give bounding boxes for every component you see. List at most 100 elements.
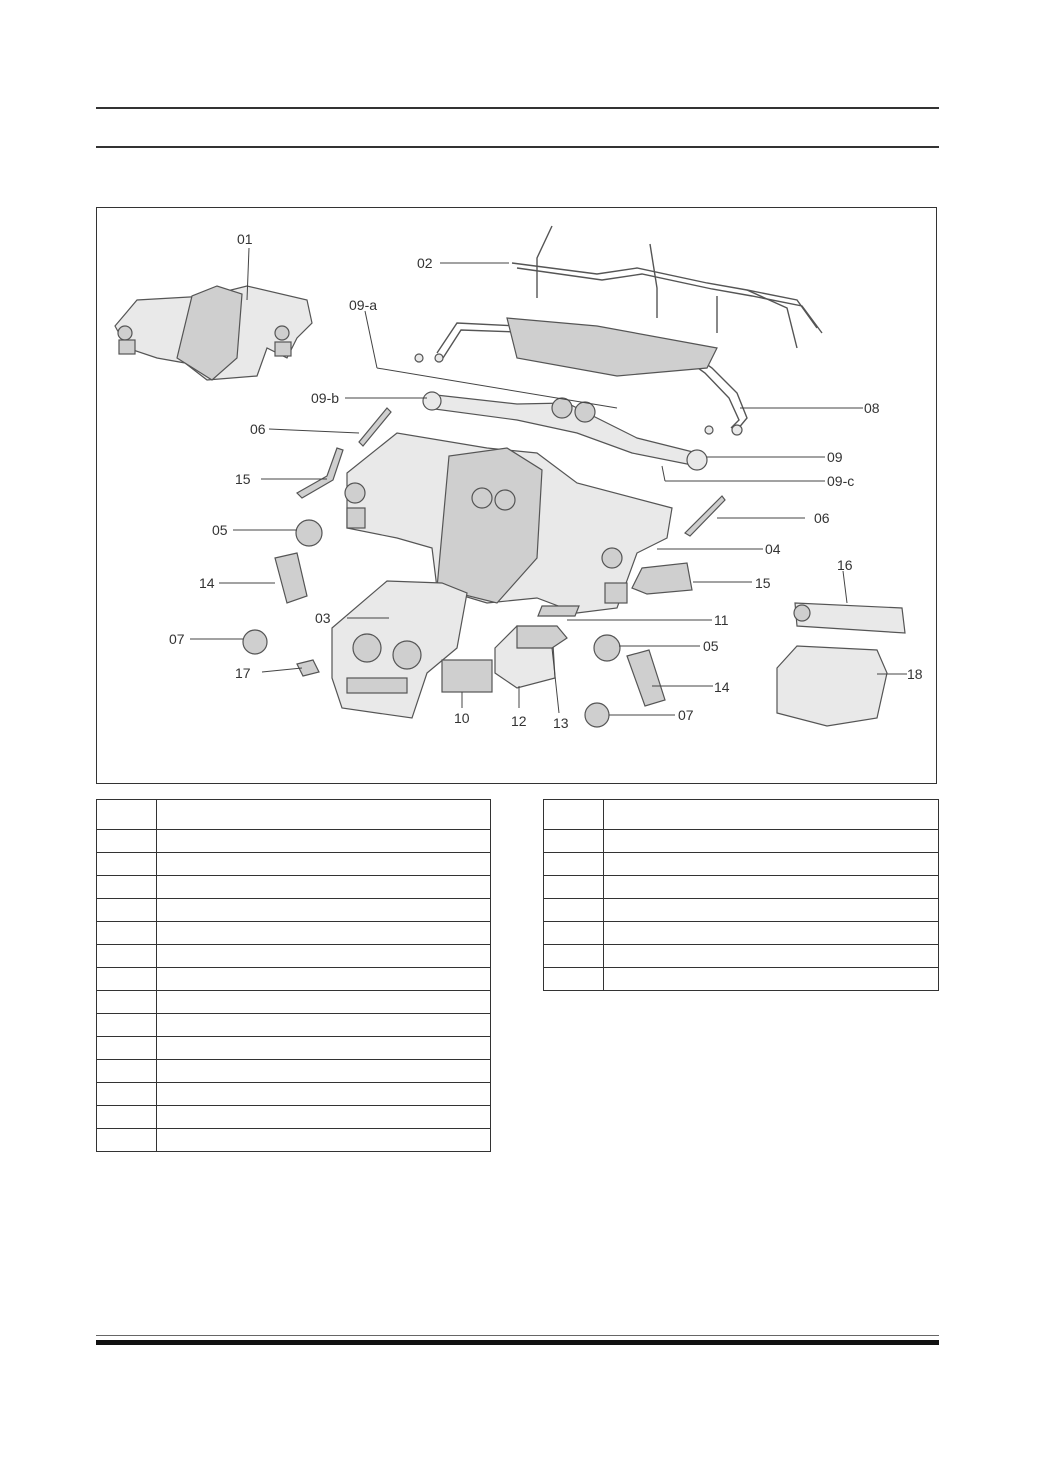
part-number-cell: [96, 799, 157, 830]
part-number-cell: [543, 875, 604, 899]
callout-11: 11: [714, 612, 729, 628]
parts-table-right: [543, 799, 939, 991]
part-14-left-drawing: [274, 552, 308, 604]
part-name-cell: [156, 799, 491, 830]
table-row: [96, 921, 491, 945]
callout-06-left: 06: [250, 421, 266, 437]
part-15-right-drawing: [631, 562, 693, 595]
table-row: [543, 898, 939, 922]
table-row: [96, 799, 491, 830]
part-03-drawing: [331, 580, 468, 719]
callout-14-right: 14: [714, 679, 730, 695]
part-name-cell: [156, 921, 491, 945]
callout-15-right: 15: [755, 575, 771, 591]
callout-12: 12: [511, 713, 527, 729]
part-14-right-drawing: [626, 649, 666, 707]
table-row: [543, 875, 939, 899]
table-row: [96, 967, 491, 991]
leader-lines: [190, 247, 907, 716]
footer-rule-thin: [96, 1335, 939, 1336]
part-01-drawing: [114, 285, 313, 381]
part-number-cell: [543, 944, 604, 968]
callout-02: 02: [417, 255, 433, 271]
part-16-drawing: [794, 602, 906, 634]
part-number-cell: [96, 1013, 157, 1037]
part-name-cell: [156, 875, 491, 899]
part-number-cell: [96, 1082, 157, 1106]
callout-04: 04: [765, 541, 781, 557]
part-number-cell: [96, 875, 157, 899]
callout-09-a: 09-a: [349, 297, 377, 313]
part-name-cell: [156, 1059, 491, 1083]
table-row: [96, 1105, 491, 1129]
callout-01: 01: [237, 231, 253, 247]
table-row: [543, 852, 939, 876]
part-name-cell: [156, 944, 491, 968]
footer-rule-thick: [96, 1340, 939, 1345]
part-17-drawing: [296, 659, 320, 677]
part-number-cell: [96, 944, 157, 968]
part-name-cell: [156, 1013, 491, 1037]
part-06-right-drawing: [684, 495, 726, 537]
part-number-cell: [543, 799, 604, 830]
part-number-cell: [96, 1036, 157, 1060]
part-number-cell: [96, 990, 157, 1014]
table-row: [543, 799, 939, 830]
part-name-cell: [156, 898, 491, 922]
part-11-drawing: [537, 605, 580, 617]
header-rule-top: [96, 107, 939, 109]
part-05-left-drawing: [295, 519, 323, 547]
part-06-left-drawing: [358, 407, 392, 447]
part-08-drawing: [414, 317, 748, 436]
callout-15-left: 15: [235, 471, 251, 487]
part-15-left-drawing: [296, 447, 344, 499]
part-number-cell: [96, 852, 157, 876]
table-row: [543, 967, 939, 991]
part-number-cell: [543, 921, 604, 945]
table-row: [96, 1082, 491, 1106]
part-name-cell: [156, 990, 491, 1014]
table-row: [96, 898, 491, 922]
part-number-cell: [96, 829, 157, 853]
part-number-cell: [96, 1128, 157, 1152]
part-number-cell: [96, 1105, 157, 1129]
part-number-cell: [543, 852, 604, 876]
part-number-cell: [96, 967, 157, 991]
table-row: [543, 829, 939, 853]
table-row: [96, 944, 491, 968]
part-name-cell: [603, 852, 939, 876]
part-name-cell: [603, 898, 939, 922]
part-04-drawing: [344, 432, 673, 614]
callout-10: 10: [454, 710, 470, 726]
table-row: [96, 1128, 491, 1152]
table-row: [96, 1059, 491, 1083]
callout-18: 18: [907, 666, 923, 682]
callout-07-right: 07: [678, 707, 694, 723]
part-number-cell: [543, 829, 604, 853]
part-02-drawing: [511, 225, 823, 349]
part-number-cell: [96, 1059, 157, 1083]
part-number-cell: [96, 898, 157, 922]
callout-13: 13: [553, 715, 569, 731]
callout-08: 08: [864, 400, 880, 416]
callout-14-left: 14: [199, 575, 215, 591]
callout-17: 17: [235, 665, 251, 681]
part-name-cell: [603, 967, 939, 991]
part-07-left-drawing: [242, 629, 268, 655]
exploded-view-figure: 01 02 09-a 08 09-b 06 09 15 09-c 06 05 0…: [96, 207, 937, 784]
part-09-drawing: [422, 391, 708, 471]
part-name-cell: [156, 1105, 491, 1129]
part-name-cell: [603, 829, 939, 853]
callout-03: 03: [315, 610, 331, 626]
callout-16: 16: [837, 557, 853, 573]
table-row: [96, 829, 491, 853]
part-name-cell: [156, 829, 491, 853]
table-row: [96, 1036, 491, 1060]
part-name-cell: [156, 1082, 491, 1106]
part-name-cell: [156, 852, 491, 876]
part-name-cell: [156, 1128, 491, 1152]
callout-09: 09: [827, 449, 843, 465]
dashboard-parts-illustration: 01 02 09-a 08 09-b 06 09 15 09-c 06 05 0…: [114, 225, 923, 731]
header-rule-bottom: [96, 146, 939, 148]
part-number-cell: [543, 898, 604, 922]
